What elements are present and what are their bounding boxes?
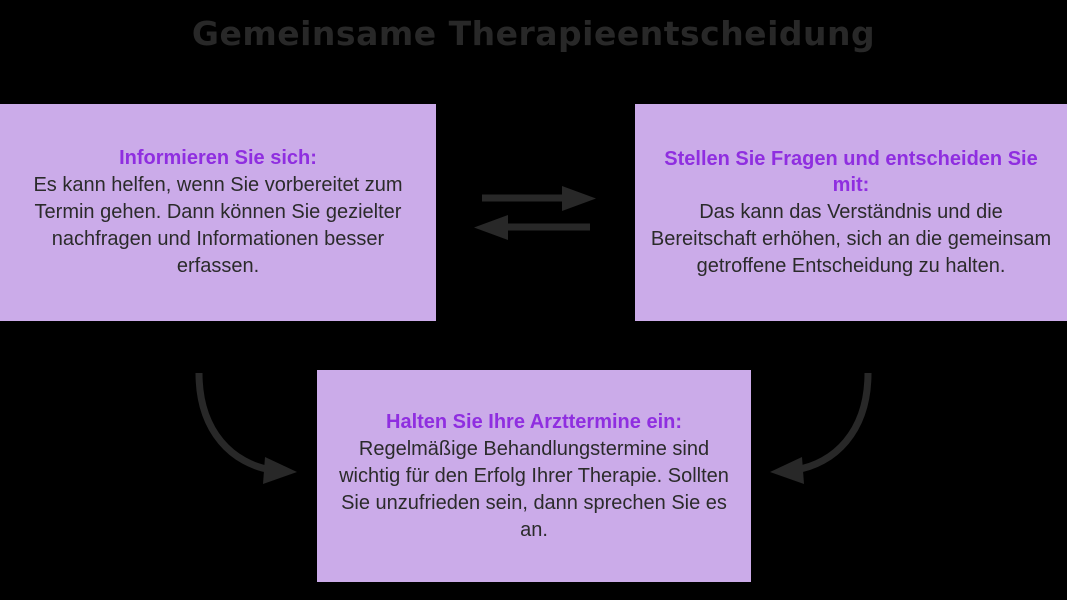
arrow-left-straight-icon: [474, 215, 590, 240]
box-heading-questions: Stellen Sie Fragen und entscheiden Sie m…: [664, 147, 1038, 196]
box-body-inform: Es kann helfen, wenn Sie vorbereitet zum…: [33, 174, 403, 277]
box-body-questions: Das kann das Verständnis und die Bereits…: [650, 200, 1052, 277]
page-title: Gemeinsame Therapieentscheidung: [191, 14, 876, 53]
arrow-curved-down-left-icon: [770, 372, 872, 484]
arrow-curved-down-right-icon: [195, 372, 297, 484]
box-informieren-sie-sich: Informieren Sie sich: Es kann helfen, we…: [0, 104, 436, 321]
box-stellen-sie-fragen: Stellen Sie Fragen und entscheiden Sie m…: [635, 104, 1067, 321]
box-halten-sie-ihre-arzttermine-ein: Halten Sie Ihre Arzttermine ein: Regelmä…: [317, 370, 751, 582]
box-heading-inform: Informieren Sie sich:: [119, 147, 317, 169]
arrow-right-straight-icon: [482, 186, 596, 211]
box-body-appointments: Regelmäßige Behandlungstermine sind wich…: [339, 437, 729, 541]
box-heading-appointments: Halten Sie Ihre Arzttermine ein:: [386, 410, 682, 433]
